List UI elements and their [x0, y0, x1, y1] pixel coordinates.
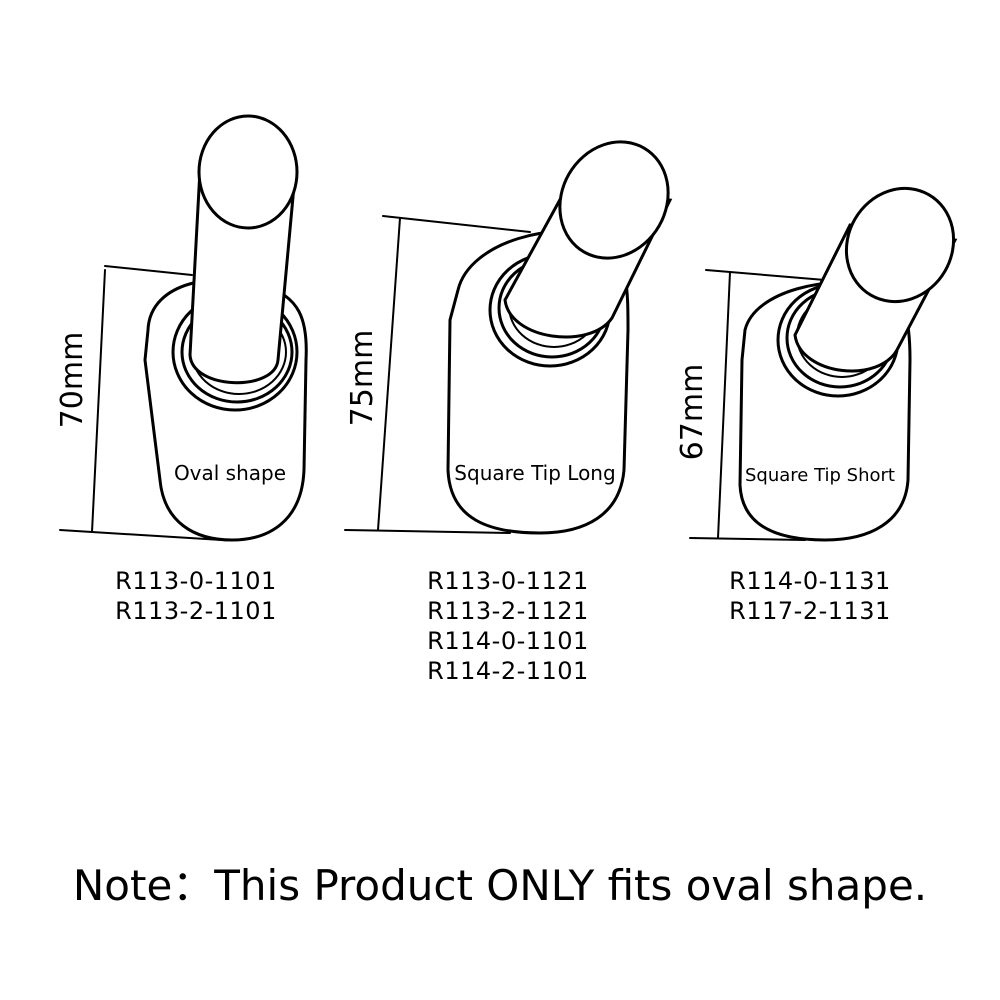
dimension-top-line — [382, 215, 531, 233]
compatibility-note: Note：This Product ONLY fits oval shape. — [72, 861, 928, 910]
dimension-bottom-line — [689, 537, 806, 541]
part-number: R117-2-1131 — [729, 597, 891, 625]
part-number: R113-2-1121 — [427, 597, 589, 625]
dimension-label: 70mm — [55, 332, 90, 429]
part-numbers-oval: R113-0-1101 R113-2-1101 — [76, 566, 316, 626]
dimension-label: 75mm — [345, 330, 380, 427]
dimension-vertical-line — [717, 271, 731, 539]
part-number: R113-0-1101 — [115, 567, 277, 595]
shape-label: Square Tip Short — [745, 465, 895, 486]
dimension-bottom-line — [59, 529, 223, 541]
shape-label: Square Tip Long — [454, 461, 615, 485]
dimension-vertical-line — [91, 269, 106, 533]
part-numbers-square-tip-long: R113-0-1121 R113-2-1121 R114-0-1101 R114… — [388, 566, 628, 686]
square-tip-short-illustration: Square Tip Short 67mm — [675, 186, 958, 542]
oval-shape-illustration: Oval shape 70mm — [55, 114, 308, 542]
shaft-tip — [558, 140, 670, 260]
dimension-label: 67mm — [675, 364, 710, 461]
shape-label: Oval shape — [174, 461, 286, 485]
square-tip-long-illustration: Square Tip Long 75mm — [344, 140, 673, 535]
shaft-tip — [844, 186, 956, 304]
dimension-top-line — [705, 269, 826, 281]
shaft-tip — [197, 114, 299, 230]
part-number: R114-0-1101 — [427, 627, 589, 655]
dimension-top-line — [104, 265, 193, 276]
part-number: R114-0-1131 — [729, 567, 891, 595]
part-number: R113-2-1101 — [115, 597, 277, 625]
part-numbers-square-tip-short: R114-0-1131 R117-2-1131 — [690, 566, 930, 626]
dimension-bottom-line — [344, 529, 511, 534]
part-number: R113-0-1121 — [427, 567, 589, 595]
part-number: R114-2-1101 — [427, 657, 589, 685]
dimension-vertical-line — [377, 217, 401, 531]
